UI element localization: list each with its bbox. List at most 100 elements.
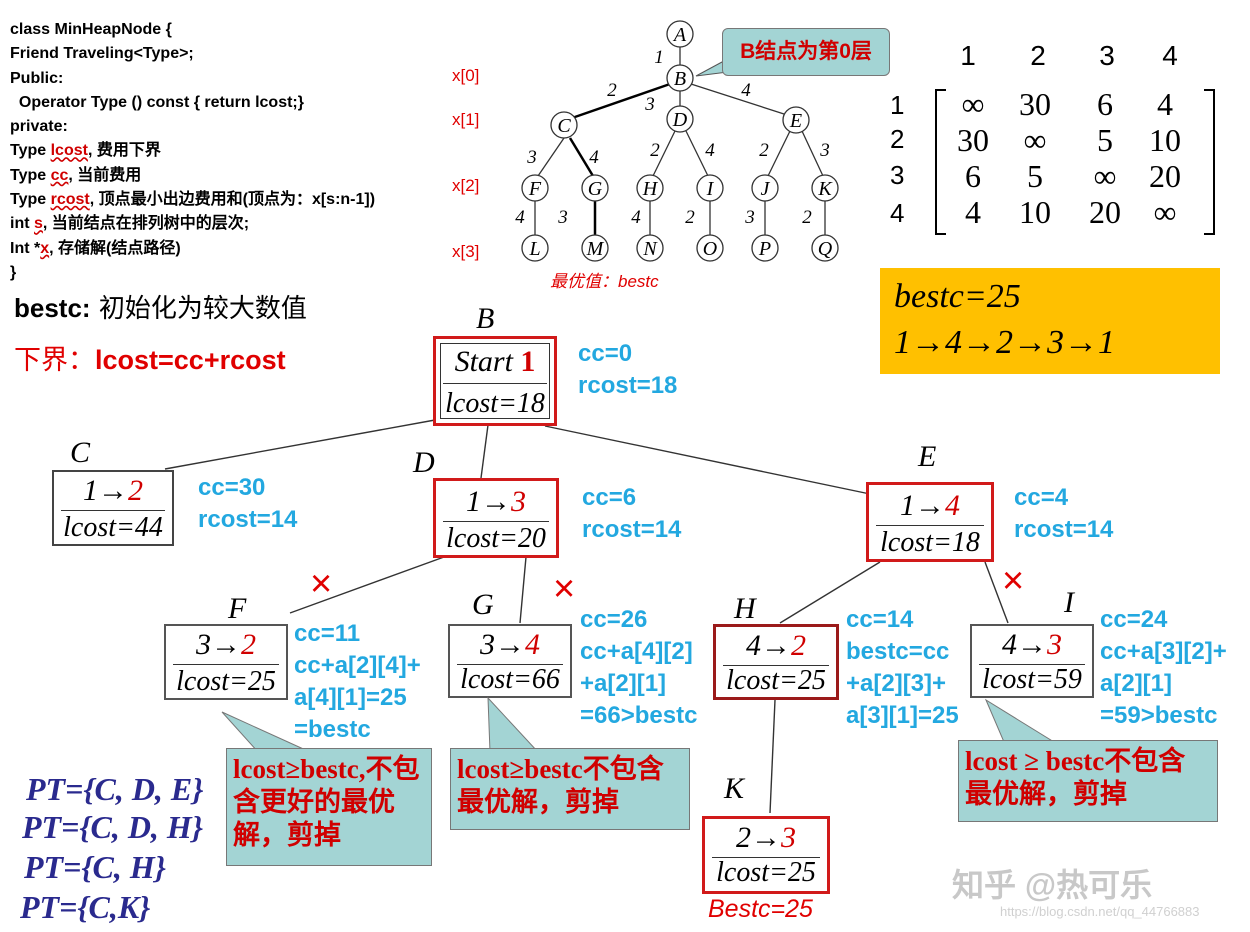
prune-mark: × <box>310 563 333 605</box>
node-G-to: 4 <box>525 628 540 661</box>
tree-node-label: P <box>758 238 771 260</box>
node-C: 1→2 lcost=44 <box>52 470 174 546</box>
node-C-to: 2 <box>128 474 143 507</box>
tree-node-label: A <box>672 24 687 46</box>
x-label-2: x[2] <box>452 176 480 195</box>
node-letter-F: F <box>228 592 247 625</box>
level-callout: B结点为第0层 <box>722 28 890 76</box>
code-text: , 存储解(结点路径) <box>49 239 181 257</box>
node-G-lcost: lcost=66 <box>460 664 560 695</box>
code-text: Public: <box>10 69 64 87</box>
matrix-cell: 30 <box>1019 86 1051 122</box>
node-C-lcost: lcost=44 <box>63 512 163 543</box>
tree-node-label: Q <box>818 238 833 260</box>
matrix-cell: 5 <box>1097 122 1113 158</box>
node-B-num: 1 <box>520 345 536 378</box>
edge-weight-label: 3 <box>819 140 830 161</box>
x-label-0: x[0] <box>452 66 480 85</box>
node-I-from: 4→ <box>1002 628 1047 661</box>
node-E: 1→4 lcost=18 <box>866 482 994 562</box>
matrix-col-header: 1 <box>960 40 976 71</box>
matrix-row-header: 2 <box>890 124 905 154</box>
edge-weight-label: 4 <box>515 207 525 228</box>
matrix-cell: 5 <box>1027 158 1043 194</box>
code-text: class MinHeapNode { <box>10 21 172 38</box>
tree-node-label: E <box>789 110 802 132</box>
result-path: 1→4→2→3→1 <box>894 324 1115 361</box>
code-text: Int * <box>10 239 41 257</box>
prune-mark: × <box>1002 560 1025 602</box>
code-text: , 顶点最小出边费用和(顶点为：x[s:n-1]) <box>89 191 376 209</box>
tree-node-label: F <box>528 178 542 200</box>
code-var: x <box>40 239 50 257</box>
code-line: class MinHeapNode { <box>10 18 375 42</box>
pt-line-2: PT={C, D, H} <box>22 809 203 845</box>
code-text: , 当前结点在排列树中的层次; <box>42 215 250 233</box>
code-text: Friend Traveling<Type>; <box>10 45 194 63</box>
code-var: cc <box>50 166 69 184</box>
node-E-to: 4 <box>945 489 960 522</box>
node-E-info: cc=4 rcost=14 <box>1014 484 1114 543</box>
small-tree: A B C D E F G H I J K L M N O P Q 1 2 3 … <box>515 20 839 290</box>
matrix-cell: 10 <box>1149 122 1181 158</box>
code-text: } <box>10 263 17 281</box>
node-K: 2→3 lcost=25 <box>702 816 830 894</box>
code-line: Type cc, 当前费用 <box>10 164 375 188</box>
node-F-from: 3→ <box>196 628 241 661</box>
matrix-cell: ∞ <box>1093 158 1117 194</box>
node-B-info: cc=0 rcost=18 <box>578 340 678 399</box>
node-B-start: Start <box>454 345 513 378</box>
edge-weight-label: 4 <box>631 207 641 228</box>
node-letter-H: H <box>734 592 756 625</box>
matrix-cell: ∞ <box>961 86 985 122</box>
tree-node-label: B <box>674 68 686 90</box>
code-line: Int *x, 存储解(结点路径) <box>10 237 375 261</box>
node-D-to: 3 <box>511 485 526 518</box>
code-line: private: <box>10 115 375 139</box>
code-var: rcost <box>50 191 90 209</box>
code-text: private: <box>10 118 68 136</box>
code-line: Type lcost, 费用下界 <box>10 139 375 163</box>
node-D-info: cc=6 rcost=14 <box>582 484 682 543</box>
node-letter-K: K <box>724 772 745 805</box>
edge-weight-label: 4 <box>741 80 751 101</box>
code-text: int <box>10 215 34 233</box>
pt-line-1: PT={C, D, E} <box>26 771 204 807</box>
bestc-init-text: 初始化为较大数值 <box>90 294 307 324</box>
matrix-row-header: 1 <box>890 90 905 120</box>
lower-bound-formula: lcost=cc+rcost <box>95 345 286 375</box>
matrix-brackets <box>935 89 1215 235</box>
node-E-lcost: lcost=18 <box>880 527 980 558</box>
matrix-col-header: 3 <box>1099 40 1115 71</box>
node-H-info: cc=14 bestc=cc +a[2][3]+ a[3][1]=25 <box>846 606 959 729</box>
node-C-from: 1→ <box>83 474 128 507</box>
code-line: int s, 当前结点在排列树中的层次; <box>10 212 375 236</box>
tree-node-label: N <box>642 238 658 260</box>
pt-line-3: PT={C, H} <box>24 849 166 885</box>
code-block: class MinHeapNode { Friend Traveling<Type… <box>10 18 375 285</box>
code-line: Friend Traveling<Type>; <box>10 42 375 66</box>
watermark-url: https://blog.csdn.net/qq_44766883 <box>1000 904 1200 919</box>
node-H-lcost: lcost=25 <box>726 665 826 696</box>
edge-weight-label: 3 <box>526 147 537 168</box>
tree-node-label: C <box>557 115 571 137</box>
node-I-to: 3 <box>1047 628 1062 661</box>
edge-weight-label: 3 <box>744 207 755 228</box>
node-H-from: 4→ <box>746 629 791 662</box>
edge-weight-label: 2 <box>759 140 769 161</box>
code-text: , 费用下界 <box>87 142 161 160</box>
node-K-caption: Bestc=25 <box>708 895 813 923</box>
node-F: 3→2 lcost=25 <box>164 624 288 700</box>
node-H-to: 2 <box>791 629 806 662</box>
node-letter-B: B <box>476 302 495 335</box>
code-line: } <box>10 261 375 285</box>
code-text: , 当前费用 <box>68 166 142 184</box>
bestc-init-label: bestc: <box>14 293 91 323</box>
matrix-cell: 20 <box>1149 158 1181 194</box>
node-E-from: 1→ <box>900 489 945 522</box>
code-text: Type <box>10 142 51 160</box>
matrix-cell: 30 <box>957 122 989 158</box>
x-label-3: x[3] <box>452 242 480 261</box>
